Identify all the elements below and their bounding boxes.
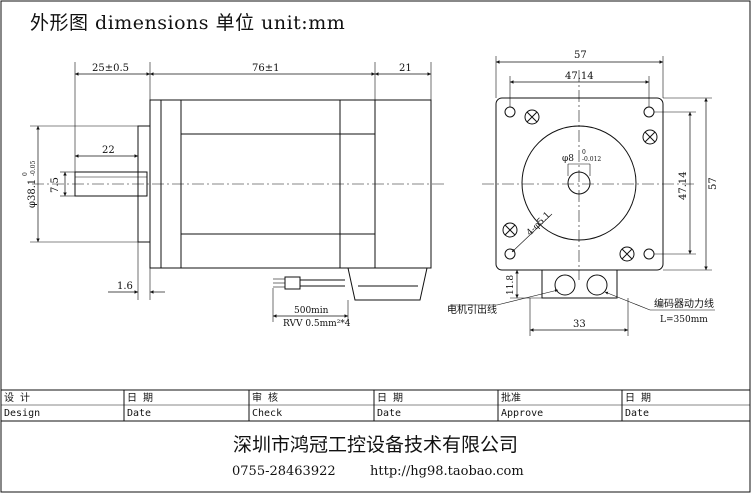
screw-head	[502, 222, 518, 238]
mount-hole	[643, 248, 655, 260]
lead-spec: RVV 0.5mm²*4	[283, 319, 351, 329]
connector-box	[347, 267, 428, 301]
dim-pilot-tol-upper: 0	[22, 172, 29, 176]
label-encoder-lead: 编码器动力线	[654, 297, 714, 310]
dim-shaft-diameter: φ8	[562, 154, 574, 164]
mount-hole	[504, 248, 516, 260]
dim-mount-holes: 4-φ5.1	[525, 210, 553, 238]
title-cell-approve-en: Approve	[501, 408, 544, 419]
motor-lead-port	[554, 274, 576, 296]
front-view	[450, 56, 715, 336]
company-website: http://hg98.taobao.com	[370, 464, 524, 479]
title-cell-date-en: Date	[127, 408, 152, 419]
dim-body-length: 76±1	[252, 63, 279, 74]
dim-flange-height: 57	[708, 177, 719, 190]
dim-pilot-tol-lower: -0.05	[30, 160, 37, 176]
dim-flange-width: 57	[574, 50, 587, 61]
pilot-circle	[521, 125, 637, 241]
dim-flat: 7.5	[50, 177, 61, 193]
title-cell-date-en: Date	[625, 408, 650, 419]
title-block-grid	[1, 389, 750, 422]
label-motor-lead: 电机引出线	[447, 303, 497, 316]
title-cell-approve-cn: 批准	[501, 393, 521, 404]
dim-shaft-length: 25±0.5	[92, 63, 129, 74]
dim-lead-length: 500min	[294, 306, 329, 316]
title-cell-date-cn: 日 期	[625, 393, 652, 404]
dim-pilot-diameter: φ38.1	[27, 179, 38, 208]
dim-flange-thickness: 1.6	[117, 281, 133, 292]
front-connector	[541, 270, 618, 299]
dim-shaft-tol-upper: 0	[582, 149, 586, 156]
company-name: 深圳市鸿冠工控设备技术有限公司	[232, 434, 518, 456]
dim-hole-spacing-horizontal: 47.14	[565, 71, 594, 82]
dim-rear-length: 21	[399, 63, 412, 74]
drawing-title: 外形图 dimensions 单位 unit:mm	[30, 12, 346, 34]
side-view	[30, 62, 445, 322]
title-cell-date-cn: 日 期	[377, 393, 404, 404]
screw-head	[619, 246, 635, 262]
mount-hole	[643, 106, 655, 118]
title-cell-design-en: Design	[4, 408, 41, 419]
front-flange	[495, 97, 664, 271]
screw-head	[524, 109, 540, 125]
lead-wires	[300, 279, 345, 287]
dim-hole-spacing-vertical: 47.14	[678, 171, 689, 200]
dim-key-length: 22	[102, 145, 115, 156]
company-phone: 0755-28463922	[232, 464, 336, 479]
label-encoder-length: L=350mm	[660, 315, 708, 325]
title-cell-date-en: Date	[377, 408, 402, 419]
title-cell-design-cn: 设 计	[4, 393, 31, 404]
dim-connector-height: 11.8	[506, 275, 516, 295]
title-cell-check-en: Check	[252, 408, 283, 419]
title-cell-check-cn: 审 核	[252, 393, 279, 404]
encoder-lead-port	[586, 274, 608, 296]
shaft	[74, 171, 148, 197]
dim-connector-width: 33	[573, 319, 586, 330]
dim-shaft-tol-lower: -0.012	[582, 156, 601, 163]
shaft-circle	[567, 171, 591, 195]
encoder-cover	[374, 99, 432, 269]
mount-hole	[504, 106, 516, 118]
lead-terminal	[284, 276, 301, 290]
screw-head	[642, 129, 658, 145]
title-cell-date-cn: 日 期	[127, 393, 154, 404]
